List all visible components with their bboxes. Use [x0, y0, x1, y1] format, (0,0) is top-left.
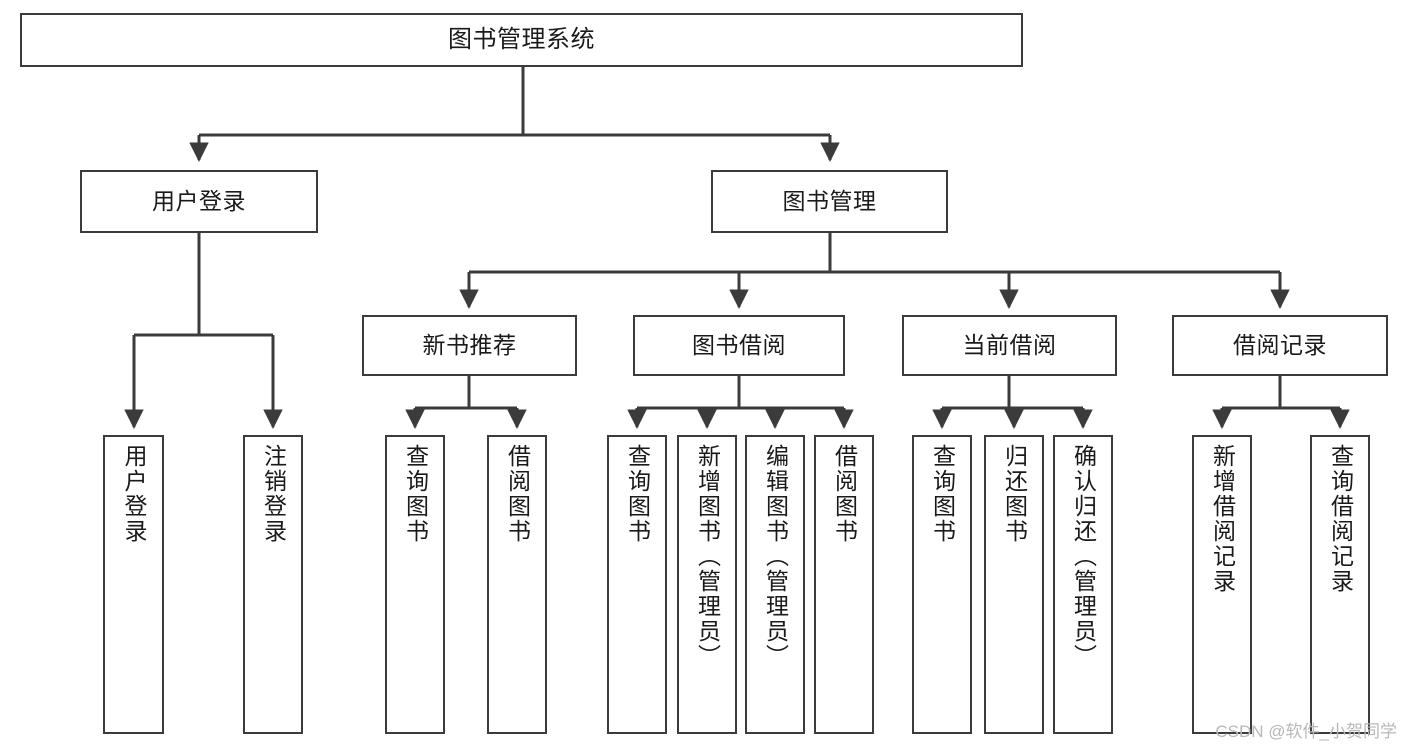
node-leaf-user-login-label: 用户登录	[121, 444, 147, 544]
node-leaf-query-book-1-label: 查询图书	[402, 444, 429, 544]
node-leaf-query-book-1[interactable]: 查询图书	[385, 435, 445, 734]
node-leaf-query-book-3[interactable]: 查询图书	[912, 435, 972, 734]
node-leaf-add-book-label: 新增图书（管理员）	[694, 444, 721, 669]
node-leaf-query-record-label: 查询借阅记录	[1327, 444, 1354, 594]
node-leaf-user-login[interactable]: 用户登录	[103, 435, 164, 734]
node-book-manage-label: 图书管理	[782, 188, 877, 215]
node-leaf-edit-book[interactable]: 编辑图书（管理员）	[745, 435, 805, 734]
node-current-borrow[interactable]: 当前借阅	[902, 315, 1117, 376]
node-leaf-query-book-3-label: 查询图书	[929, 444, 956, 544]
node-leaf-borrow-book-1-label: 借阅图书	[504, 444, 531, 544]
node-book-borrow[interactable]: 图书借阅	[633, 315, 845, 376]
node-leaf-logout-label: 注销登录	[260, 444, 287, 544]
node-leaf-borrow-book-1[interactable]: 借阅图书	[487, 435, 547, 734]
node-user-login-label: 用户登录	[152, 188, 246, 215]
node-leaf-borrow-book-2[interactable]: 借阅图书	[814, 435, 874, 734]
node-leaf-borrow-book-2-label: 借阅图书	[831, 444, 858, 544]
node-book-manage[interactable]: 图书管理	[711, 170, 948, 233]
node-new-book-recommend[interactable]: 新书推荐	[362, 315, 577, 376]
node-leaf-logout[interactable]: 注销登录	[243, 435, 303, 734]
node-borrow-record-label: 借阅记录	[1233, 332, 1327, 359]
node-current-borrow-label: 当前借阅	[962, 332, 1057, 359]
node-leaf-query-book-2-label: 查询图书	[624, 444, 651, 544]
node-leaf-add-record-label: 新增借阅记录	[1209, 444, 1236, 594]
node-leaf-edit-book-label: 编辑图书（管理员）	[762, 444, 789, 669]
node-leaf-return-book-label: 归还图书	[1001, 444, 1028, 544]
node-leaf-confirm-return[interactable]: 确认归还（管理员）	[1053, 435, 1113, 734]
node-borrow-record[interactable]: 借阅记录	[1172, 315, 1388, 376]
node-new-book-recommend-label: 新书推荐	[422, 332, 517, 359]
node-root[interactable]: 图书管理系统	[20, 13, 1023, 67]
node-leaf-add-book[interactable]: 新增图书（管理员）	[677, 435, 737, 734]
node-leaf-add-record[interactable]: 新增借阅记录	[1192, 435, 1252, 734]
node-root-label: 图书管理系统	[448, 25, 595, 53]
node-book-borrow-label: 图书借阅	[692, 332, 786, 359]
node-leaf-confirm-return-label: 确认归还（管理员）	[1070, 444, 1097, 669]
node-user-login[interactable]: 用户登录	[80, 170, 318, 233]
node-leaf-return-book[interactable]: 归还图书	[984, 435, 1044, 734]
node-leaf-query-record[interactable]: 查询借阅记录	[1310, 435, 1370, 734]
node-leaf-query-book-2[interactable]: 查询图书	[607, 435, 667, 734]
